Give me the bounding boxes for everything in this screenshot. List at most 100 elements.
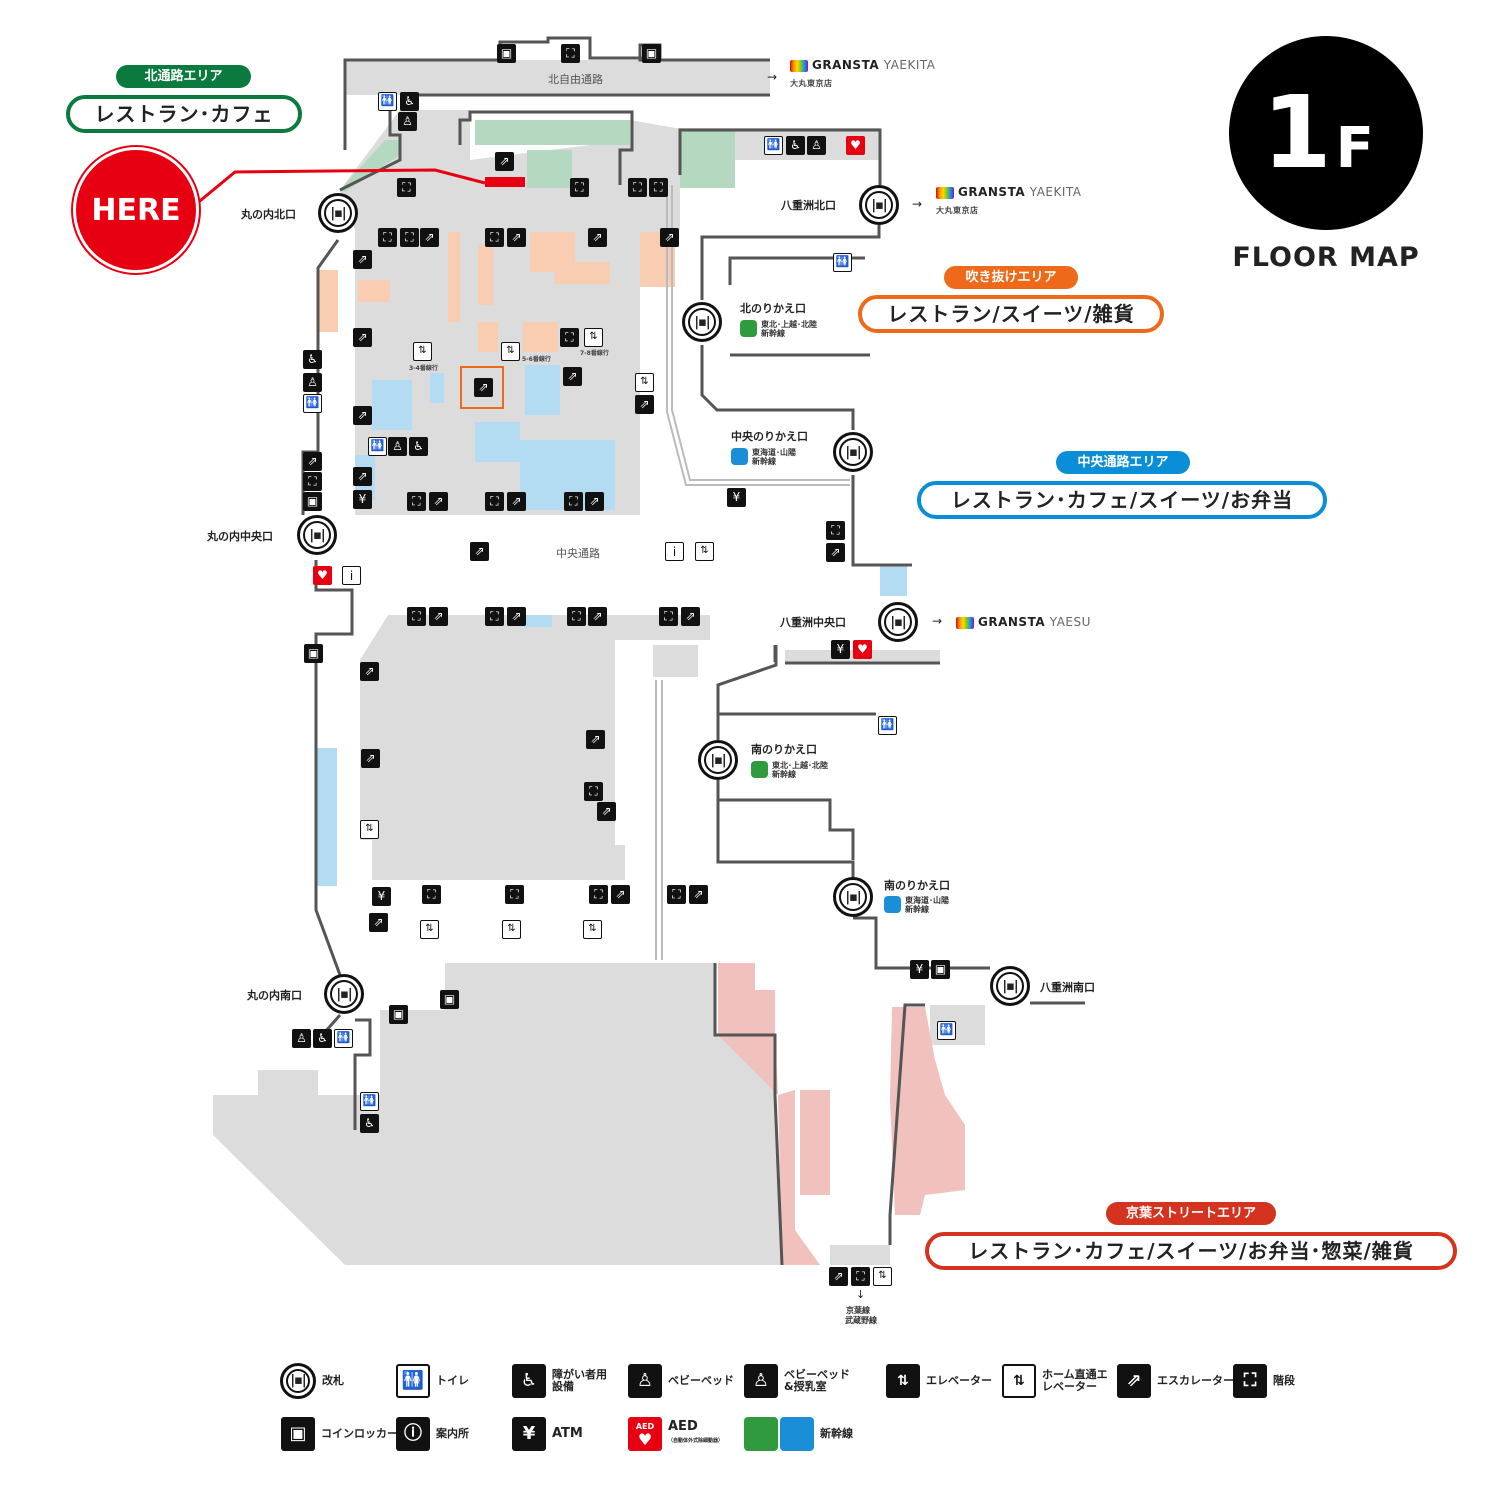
gate-yaesu-north[interactable]: |▪|	[859, 185, 899, 225]
toilet-icon: 🚻	[378, 92, 397, 111]
stairs-icon: ⛶	[1233, 1364, 1267, 1398]
gate-marunouchi-north[interactable]: |▪|	[318, 193, 358, 233]
shops-peach	[318, 232, 675, 352]
central-area-shops[interactable]: レストラン･カフェ/スイーツ/お弁当	[917, 481, 1327, 519]
locker-icon: ▣	[440, 990, 459, 1009]
north-area-shops[interactable]: レストラン･カフェ	[66, 95, 302, 133]
line-suffix: 新幹線	[772, 770, 796, 779]
stairs-icon: ⛶	[649, 178, 668, 197]
gate-label-south-transfer-1: 南のりかえ口	[751, 743, 817, 756]
brand-name: GRANSTA	[978, 615, 1046, 629]
escalator-icon: ⇗	[597, 802, 616, 821]
nursing-room-icon: ♙	[744, 1364, 778, 1398]
elevator-icon: ⇅	[873, 1267, 892, 1286]
granstar-yaekita-link-1[interactable]: GRANSTA YAEKITA 大丸東京店	[790, 58, 936, 89]
stairs-icon: ⛶	[505, 885, 524, 904]
legend-label: エスカレーター	[1157, 1374, 1234, 1387]
escalator-icon: ⇗	[507, 492, 526, 511]
stairs-icon: ⛶	[407, 607, 426, 626]
tokaido-shinkansen-icon	[731, 448, 748, 465]
gate-south-transfer-1[interactable]: |▪|	[698, 740, 738, 780]
current-escalator-highlight	[460, 366, 504, 409]
central-passage-label: 中央通路	[556, 547, 600, 560]
atm-icon: ¥	[727, 488, 746, 507]
wheelchair-icon: ♿	[400, 92, 419, 111]
stairs-icon: ⛶	[561, 44, 580, 63]
legend-label: 改札	[322, 1374, 344, 1387]
info-icon: i	[665, 542, 684, 561]
toilet-icon: 🚻	[334, 1029, 353, 1048]
gate-yaesu-central[interactable]: |▪|	[878, 602, 918, 642]
stairs-icon: ⛶	[378, 228, 397, 247]
gate-label-marunouchi-central: 丸の内中央口	[207, 530, 273, 543]
brand-note: 大丸東京店	[790, 79, 833, 88]
legend-baby-nursing: ♙ベビーベッド&授乳室	[744, 1364, 850, 1398]
legend-aed: AED♥AED（自動体外式除細動器）	[628, 1417, 723, 1451]
atm-icon: ¥	[372, 887, 391, 906]
wheelchair-icon: ♿	[313, 1029, 332, 1048]
stairs-icon: ⛶	[397, 178, 416, 197]
stairs-icon: ⛶	[422, 885, 441, 904]
escalator-icon: ⇗	[303, 452, 322, 471]
escalator-icon: ⇗	[660, 228, 679, 247]
escalator-icon: ⇗	[586, 730, 605, 749]
tohoku-shinkansen-icon	[740, 320, 757, 337]
stairs-icon: ⛶	[570, 178, 589, 197]
platform-note-3-4: 3-4番線行	[409, 365, 438, 372]
gate-south-transfer-2[interactable]: |▪|	[833, 877, 873, 917]
aed-icon-text: AED	[635, 1422, 655, 1431]
keiyo-area-shops[interactable]: レストラン･カフェ/スイーツ/お弁当･惣菜/雑貨	[925, 1232, 1457, 1270]
legend-label: ベビーベッド&授乳室	[784, 1368, 850, 1393]
legend-label: ベビーベッド	[668, 1374, 734, 1387]
stairs-icon: ⛶	[303, 472, 322, 491]
escalator-icon: ⇗	[611, 885, 630, 904]
legend-atm: ¥ATM	[512, 1417, 583, 1451]
legend-label: コインロッカー	[321, 1427, 398, 1440]
corridor-line	[671, 185, 850, 481]
gate-north-transfer[interactable]: |▪|	[682, 302, 722, 342]
baby-bed-icon: ♙	[388, 437, 407, 456]
legend-label: 新幹線	[820, 1427, 853, 1440]
baby-bed-icon: ♙	[292, 1029, 311, 1048]
elevator-icon: ⇅	[413, 342, 432, 361]
escalator-icon: ⇗	[474, 378, 493, 397]
gate-label-yaesu-central: 八重洲中央口	[780, 616, 846, 629]
aed-icon: ♥	[853, 640, 872, 659]
legend-label: エレベーター	[926, 1374, 992, 1387]
aed-icon: ♥	[846, 136, 865, 155]
elevator-icon: ⇅	[695, 542, 714, 561]
granstar-yaekita-link-2[interactable]: GRANSTA YAEKITA 大丸東京店	[936, 185, 1082, 216]
gate-yaesu-south[interactable]: |▪|	[990, 966, 1030, 1006]
south-east-strip	[653, 645, 698, 677]
legend-escalator: ⇗エスカレーター	[1117, 1364, 1234, 1398]
legend-baby-bed: ♙ベビーベッド	[628, 1364, 734, 1398]
shops-pink	[718, 963, 965, 1265]
gate-marunouchi-central[interactable]: |▪|	[297, 515, 337, 555]
escalator-icon: ⇗	[470, 542, 489, 561]
stairs-icon: ⛶	[659, 607, 678, 626]
here-badge: HERE	[76, 150, 196, 270]
legend-accessible: ♿障がい者用設備	[512, 1364, 612, 1398]
locker-icon: ▣	[931, 960, 950, 979]
atrium-area-tag: 吹き抜けエリア	[944, 266, 1078, 289]
platform-note-5-6: 5-6番線行	[522, 356, 551, 363]
granstar-yaesu-link[interactable]: GRANSTA YAESU	[956, 615, 1091, 629]
gate-central-transfer[interactable]: |▪|	[833, 432, 873, 472]
stairs-icon: ⛶	[589, 885, 608, 904]
locker-icon: ▣	[642, 44, 661, 63]
atm-icon: ¥	[910, 960, 929, 979]
tohoku-shinkansen-icon	[744, 1417, 778, 1451]
legend-toilet: 🚻トイレ	[396, 1364, 469, 1398]
shinkansen-note-north: 東北･上越･北陸新幹線	[740, 320, 817, 338]
elevator-icon: ⇅	[501, 342, 520, 361]
north-passage-label: 北自由通路	[548, 73, 603, 86]
gate-label-yaesu-north: 八重洲北口	[781, 199, 836, 212]
floor-unit: F	[1335, 116, 1374, 181]
atrium-area-shops[interactable]: レストラン/スイーツ/雑貨	[858, 295, 1164, 333]
escalator-icon: ⇗	[429, 492, 448, 511]
gate-marunouchi-south[interactable]: |▪|	[324, 974, 364, 1014]
toilet-icon: 🚻	[937, 1021, 956, 1040]
escalator-icon: ⇗	[689, 885, 708, 904]
aed-icon: AED♥	[628, 1417, 662, 1451]
